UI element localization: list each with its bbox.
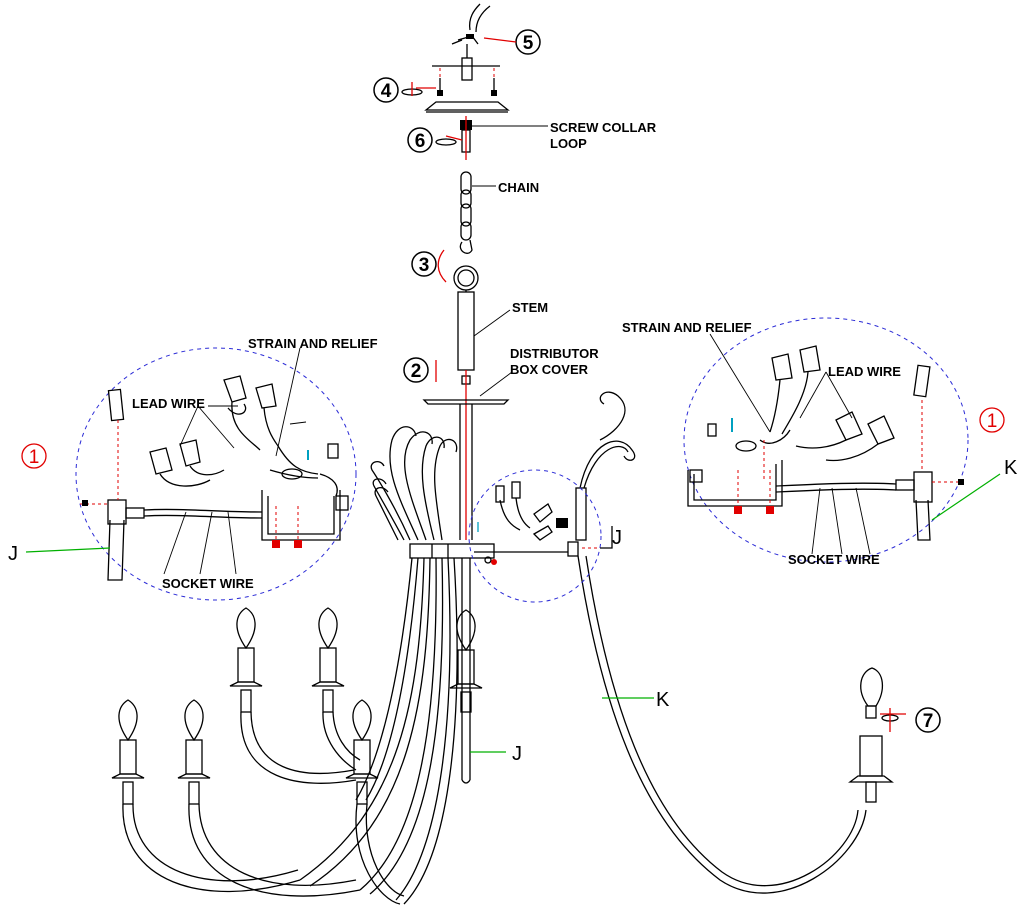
stem	[453, 265, 511, 540]
j-bottom-label: J	[512, 743, 522, 765]
k-right-label: K	[1004, 457, 1018, 479]
arms-left	[122, 711, 405, 905]
detail-circle-right	[683, 317, 969, 563]
socket-wire-right-label: SOCKET WIRE	[788, 552, 880, 567]
j-center-label: J	[612, 527, 622, 549]
svg-text:2: 2	[411, 361, 422, 382]
screw-collar-loop	[460, 116, 548, 160]
canopy	[424, 101, 510, 113]
j-left-label: J	[8, 543, 18, 565]
svg-text:5: 5	[523, 33, 534, 54]
step-5: 5	[483, 29, 541, 55]
strain-relief-left-label: STRAIN AND RELIEF	[248, 336, 378, 351]
step-7: 7	[880, 707, 941, 733]
candles-left	[111, 607, 483, 805]
stem-label: STEM	[512, 300, 548, 315]
svg-text:3: 3	[419, 255, 430, 276]
screw-collar-label: SCREW COLLAR	[550, 120, 657, 135]
svg-text:4: 4	[381, 81, 392, 102]
ceiling-mount-plate	[432, 44, 500, 81]
bulb-right	[860, 667, 883, 719]
lead-wire-right-label: LEAD WIRE	[828, 364, 901, 379]
detail-circle-center	[468, 469, 613, 603]
k-right-leader	[931, 473, 1001, 521]
step-2: 2	[403, 357, 437, 383]
svg-text:1: 1	[29, 447, 40, 468]
arm-scrolls	[370, 426, 458, 541]
socket-wire-left-label: SOCKET WIRE	[162, 576, 254, 591]
mount-screws	[437, 68, 497, 96]
step-3: 3	[411, 249, 447, 283]
detail-circle-left	[75, 347, 357, 601]
svg-text:6: 6	[415, 131, 426, 152]
supply-wires	[451, 3, 491, 45]
arm-k	[575, 391, 867, 894]
chain	[459, 171, 496, 254]
j-left-leader	[25, 547, 111, 553]
loop-label: LOOP	[550, 136, 587, 151]
distributor-label: DISTRIBUTOR	[510, 346, 599, 361]
strain-relief-right-label: STRAIN AND RELIEF	[622, 320, 752, 335]
step-1-left: 1	[21, 443, 47, 469]
hub-band	[409, 543, 495, 559]
k-bottom-label: K	[656, 689, 670, 711]
step-6: 6	[407, 127, 463, 153]
step-4: 4	[373, 77, 436, 103]
box-cover-label: BOX COVER	[510, 362, 589, 377]
svg-text:7: 7	[923, 711, 934, 732]
step-1-right: 1	[979, 407, 1005, 433]
lead-wire-left-label: LEAD WIRE	[132, 396, 205, 411]
svg-text:1: 1	[987, 411, 998, 432]
hub-arms	[299, 557, 471, 905]
chain-label: CHAIN	[498, 180, 539, 195]
candle-socket-right	[848, 735, 894, 803]
